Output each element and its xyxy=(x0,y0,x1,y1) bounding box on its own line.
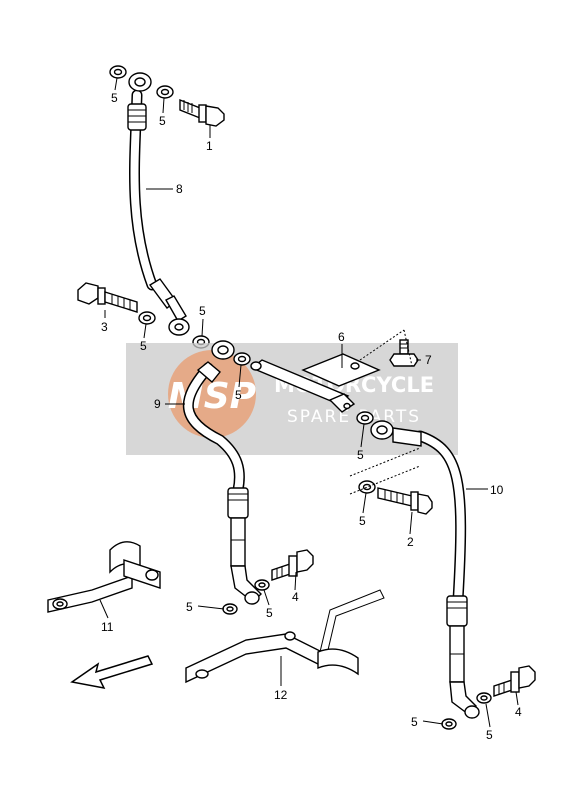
callout-labels: 1 2 3 4 4 5 5 5 5 5 5 5 5 5 5 5 6 7 8 9 … xyxy=(101,91,522,742)
callout-5-hose-10-end: 5 xyxy=(411,715,418,729)
union-bolt-3 xyxy=(77,282,138,313)
washer-bolt-2 xyxy=(358,480,376,494)
washer-left-3 xyxy=(138,311,156,325)
callout-11: 11 xyxy=(101,620,114,634)
brake-hose-8 xyxy=(127,72,190,336)
hose-bracket-12 xyxy=(185,589,385,684)
callout-4-left: 4 xyxy=(292,590,299,604)
washer-top-left xyxy=(109,65,127,79)
bolt-4-right xyxy=(493,665,536,697)
callout-10: 10 xyxy=(490,483,504,497)
watermark-brand-line2: SPARE PARTS xyxy=(287,407,421,427)
union-bolt-2 xyxy=(377,487,433,515)
brake-hose-joint-6 xyxy=(250,353,381,413)
callout-9: 9 xyxy=(154,397,161,411)
callout-6: 6 xyxy=(338,330,345,344)
callout-3: 3 xyxy=(101,320,108,334)
callout-4-right: 4 xyxy=(515,705,522,719)
callout-7: 7 xyxy=(425,353,432,367)
callout-5-left: 5 xyxy=(140,339,147,353)
washer-center-lower xyxy=(233,352,251,366)
callout-5-center-lower: 5 xyxy=(235,388,242,402)
callout-5-joint-right: 5 xyxy=(357,448,364,462)
brake-hose-9 xyxy=(182,340,262,605)
brake-hose-10 xyxy=(370,420,480,719)
bolt-4-left xyxy=(271,549,314,581)
front-arrow-icon xyxy=(70,655,154,690)
callout-5-bolt-2: 5 xyxy=(359,514,366,528)
callout-1: 1 xyxy=(206,139,213,153)
callout-5-center-upper: 5 xyxy=(199,304,206,318)
union-bolt-1 xyxy=(179,98,225,127)
callout-5-top-left: 5 xyxy=(111,91,118,105)
callout-8: 8 xyxy=(176,182,183,196)
callout-2: 2 xyxy=(407,535,414,549)
callout-5-top-mid: 5 xyxy=(159,114,166,128)
washer-joint-right xyxy=(356,411,374,425)
callout-5-bolt-4-left: 5 xyxy=(266,606,273,620)
washer-bolt-4-right xyxy=(476,692,492,704)
leader-lines xyxy=(99,77,519,728)
washer-bolt-4-left xyxy=(254,579,270,591)
washer-hose-10-end xyxy=(441,718,457,730)
washer-hose-9-end xyxy=(222,603,238,615)
hose-clamp-11 xyxy=(47,541,161,613)
callout-12: 12 xyxy=(274,688,288,702)
washer-top-mid xyxy=(156,85,174,99)
callout-5-hose-9-end: 5 xyxy=(186,600,193,614)
callout-5-bolt-4-right: 5 xyxy=(486,728,493,742)
